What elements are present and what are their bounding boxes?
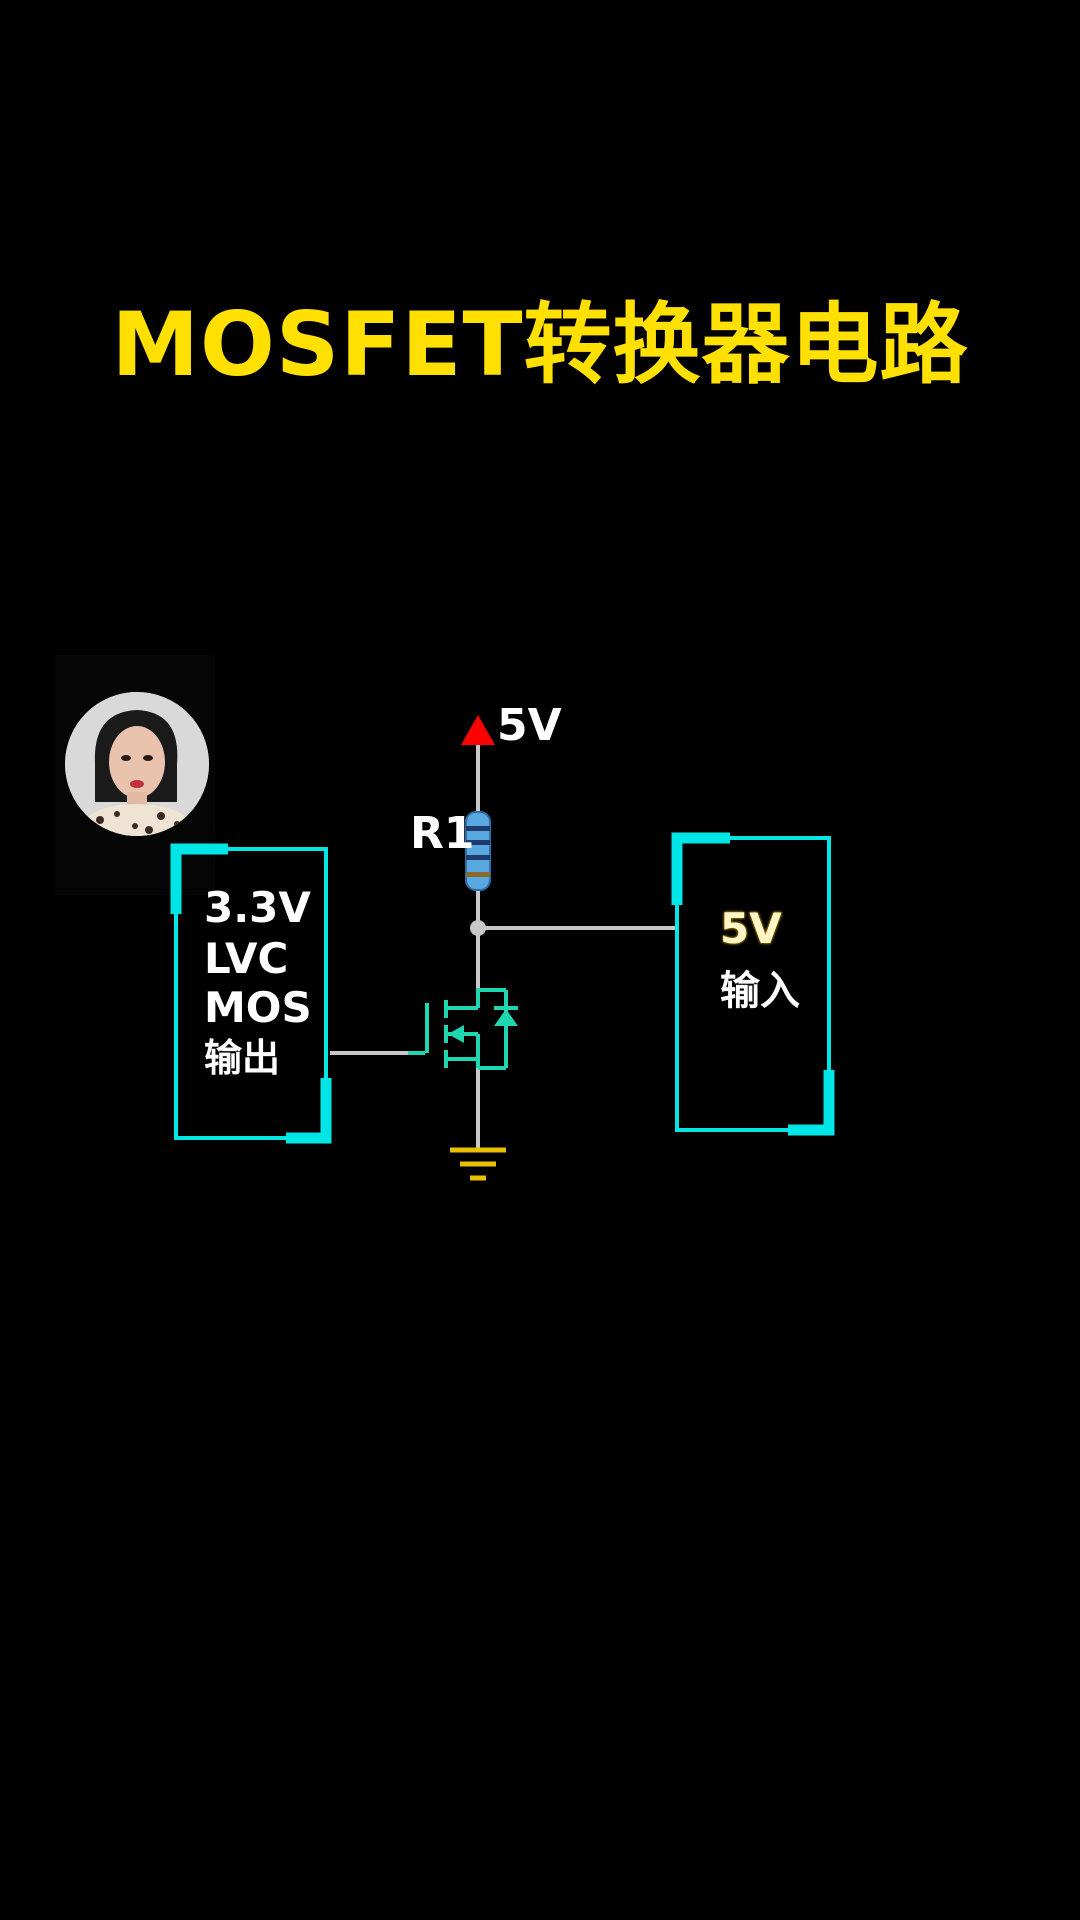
left-block [170,843,332,1144]
junction-node [470,920,486,936]
left-block-line-4: 输出 [204,1036,281,1080]
right-block-line-1: 5V [720,904,782,953]
resistor-icon [465,811,491,891]
avatar-portrait-icon [65,692,209,836]
ground-icon [450,1147,506,1181]
wires [330,745,675,1148]
vcc-label: 5V [497,700,562,751]
right-block [671,832,835,1136]
right-block-line-2: 输入 [720,968,800,1014]
left-block-line-2: LVC [204,934,289,983]
mosfet-arrow-icon [448,1025,464,1043]
body-diode-icon [494,1009,518,1026]
left-block-line-3: MOS [204,983,312,1032]
page-title: MOSFET转换器电路 [111,293,969,396]
vcc-arrow-icon [461,715,495,745]
presenter-avatar [65,692,209,836]
left-block-line-1: 3.3V [204,883,311,932]
resistor-label: R1 [410,808,475,859]
